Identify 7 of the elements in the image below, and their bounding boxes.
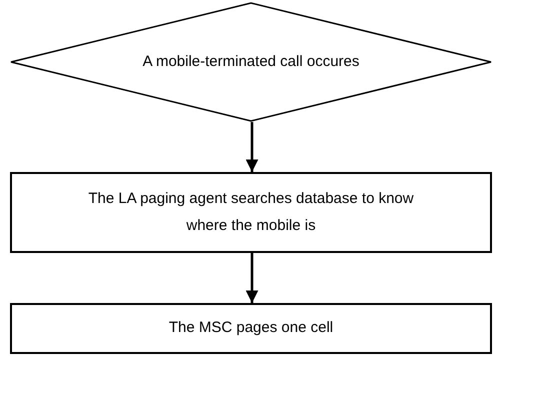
arrow	[246, 253, 258, 303]
node-text: The LA paging agent searches database to know where the mobile is	[87, 189, 415, 236]
node-text: The MSC pages one cell	[168, 318, 334, 338]
node-text: A mobile-terminated call occures	[142, 52, 360, 72]
arrow	[246, 122, 258, 172]
process-box	[10, 172, 492, 253]
process-box	[10, 303, 492, 354]
